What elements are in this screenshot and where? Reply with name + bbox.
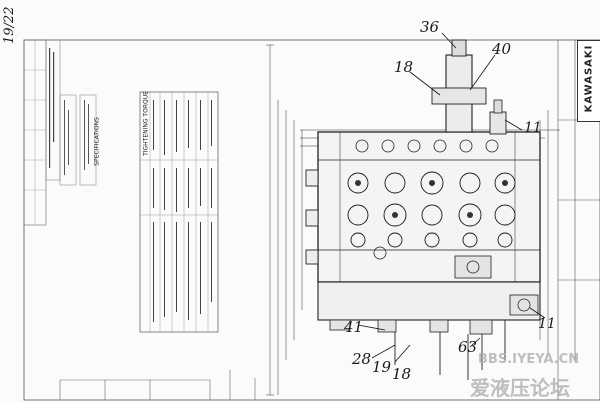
callout-41: 41 [344,318,364,336]
callout-11-top: 11 [524,120,542,136]
valve-body [317,131,541,283]
callout-36: 36 [420,18,440,36]
callout-18-top: 18 [394,58,414,76]
callout-18-bottom: 18 [392,365,412,383]
callout-63: 63 [458,338,478,356]
callout-11-bottom: 11 [538,316,556,332]
callout-40: 40 [492,40,512,58]
kawasaki-logo: KAWASAKI [577,40,600,122]
watermark-url: BBS.IYEYA.CN [478,352,580,367]
callout-19: 19 [372,358,392,376]
callout-28: 28 [352,350,372,368]
watermark-cjk: 爱液压论坛 [470,376,570,400]
